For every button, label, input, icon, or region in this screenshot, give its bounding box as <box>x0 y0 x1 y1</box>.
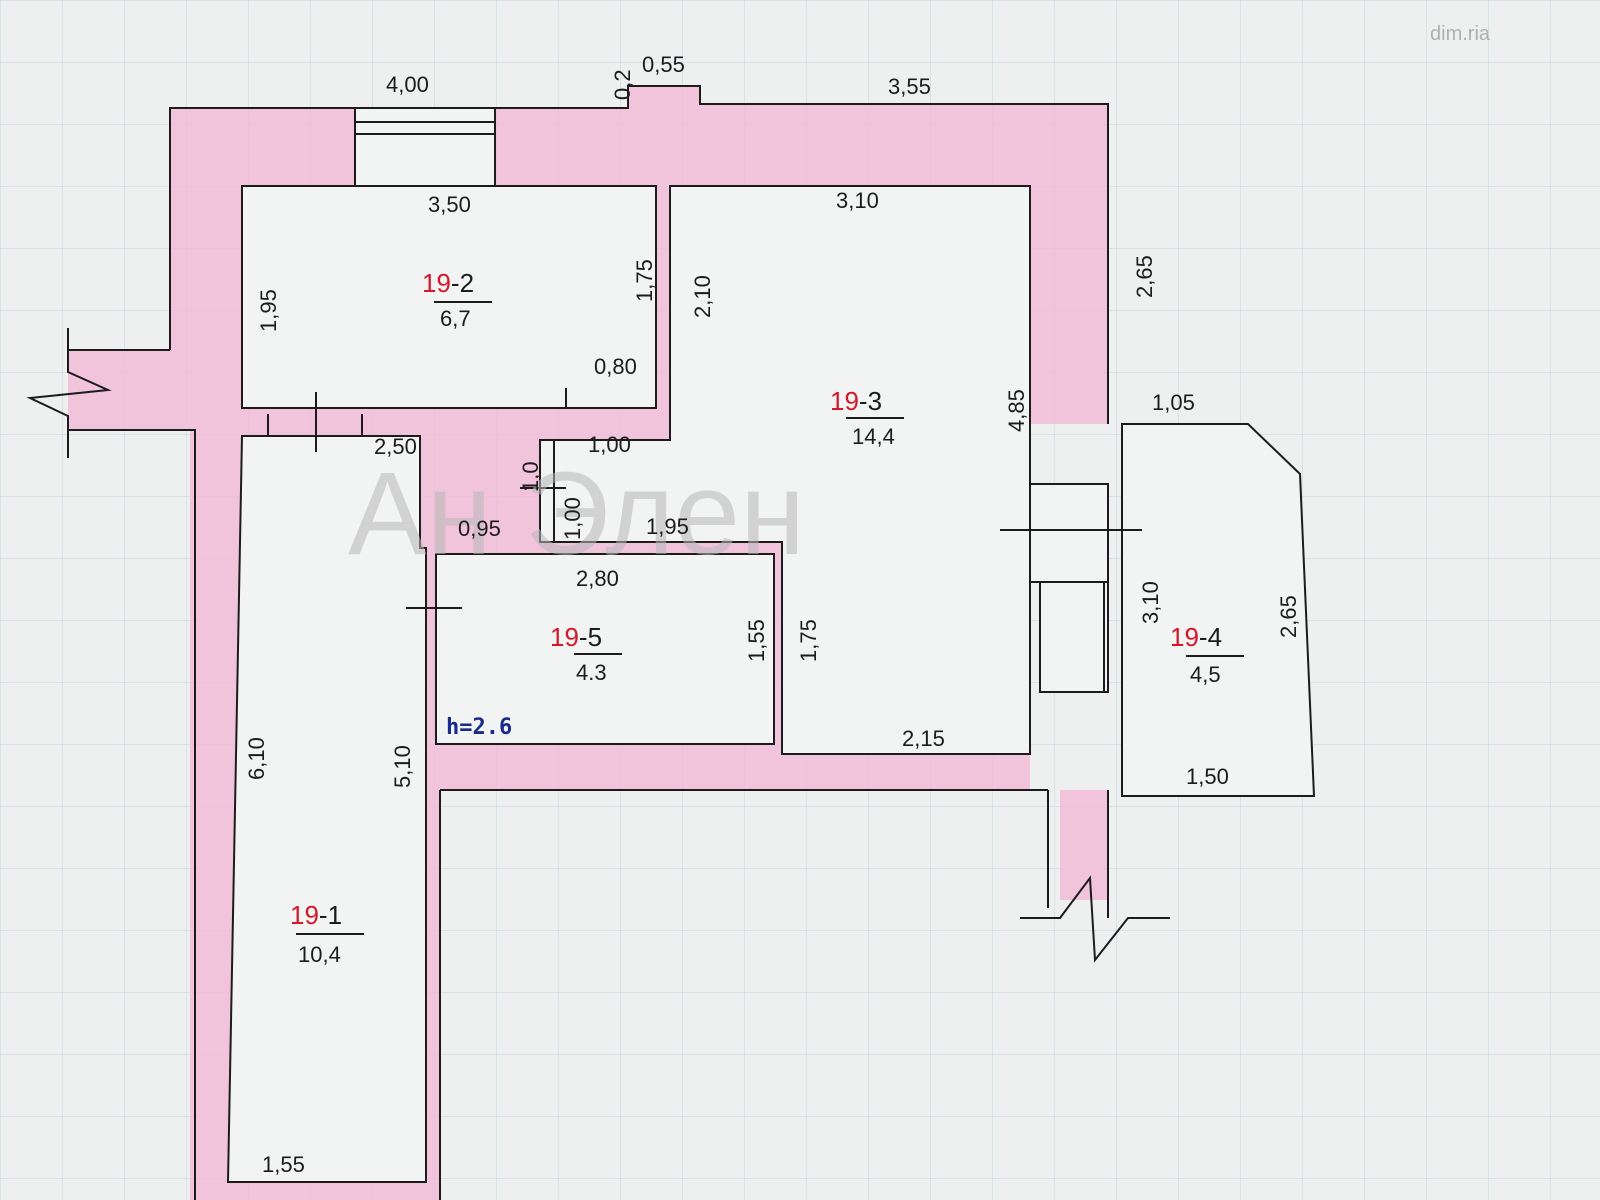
door-r3-r4 <box>1029 483 1109 583</box>
dim-label: 0,2 <box>610 69 635 100</box>
site-mark: dim.ria <box>1430 23 1491 45</box>
dim-label: 1,00 <box>588 432 631 457</box>
room-19-5-outline <box>435 553 775 745</box>
room-19-4-outline <box>1121 423 1316 797</box>
dim-label: 1,75 <box>796 619 821 662</box>
dim-label: 2,10 <box>690 275 715 318</box>
room-19-1-outline <box>226 435 427 1183</box>
dim-label: 6,10 <box>244 737 269 780</box>
room-number: 19-4 <box>1170 622 1222 652</box>
dim-label: 1,75 <box>632 259 657 302</box>
dim-label: 1,0 <box>518 461 543 492</box>
dim-label: 2,65 <box>1132 255 1157 298</box>
room-number: 19-5 <box>550 622 602 652</box>
room-19-2-outline <box>241 185 657 409</box>
dim-label: 0,55 <box>642 52 685 77</box>
dim-label: 1,55 <box>744 619 769 662</box>
room-19-3-outline <box>551 185 1031 755</box>
room-number: 19-2 <box>422 268 474 298</box>
dim-label: 1,95 <box>256 289 281 332</box>
dim-label: 4,00 <box>386 72 429 97</box>
room-outlines <box>226 185 1316 1183</box>
dim-label: 4,85 <box>1004 389 1029 432</box>
room-number: 19-3 <box>830 386 882 416</box>
dim-label: 3,10 <box>836 188 879 213</box>
room-number: 19-1 <box>290 900 342 930</box>
dim-label: 3,55 <box>888 74 931 99</box>
room-labels: 19-2 6,7 19-3 14,4 19-5 4.3 19-4 4,5 19-… <box>290 268 1244 967</box>
dim-label: 2,50 <box>374 434 417 459</box>
ceiling-height-note: h=2.6 <box>446 715 512 740</box>
dim-label: 1,55 <box>262 1152 305 1177</box>
watermark: Ан Элен <box>348 448 805 580</box>
room-area: 4,5 <box>1190 662 1221 687</box>
dim-label: 1,05 <box>1152 390 1195 415</box>
dim-label: 1,00 <box>560 497 585 540</box>
room-area: 6,7 <box>440 306 471 331</box>
room-area: 4.3 <box>576 660 607 685</box>
dim-label: 2,15 <box>902 726 945 751</box>
dim-label: 3,50 <box>428 192 471 217</box>
door-r3-r4-lower <box>1039 581 1109 693</box>
dim-label: 0,80 <box>594 354 637 379</box>
dim-label: 3,10 <box>1138 581 1163 624</box>
dim-label: 5,10 <box>390 745 415 788</box>
dimension-labels: 4,00 0,2 0,55 3,55 3,50 1,95 1,75 0,80 2… <box>244 52 1301 1177</box>
room-area: 10,4 <box>298 942 341 967</box>
hall-closet <box>539 439 555 543</box>
dim-label: 2,80 <box>576 566 619 591</box>
dim-label: 1,50 <box>1186 764 1229 789</box>
dim-label: 2,65 <box>1276 595 1301 638</box>
dim-label: 1,95 <box>646 514 689 539</box>
room-area: 14,4 <box>852 424 895 449</box>
dim-label: 0,95 <box>458 516 501 541</box>
